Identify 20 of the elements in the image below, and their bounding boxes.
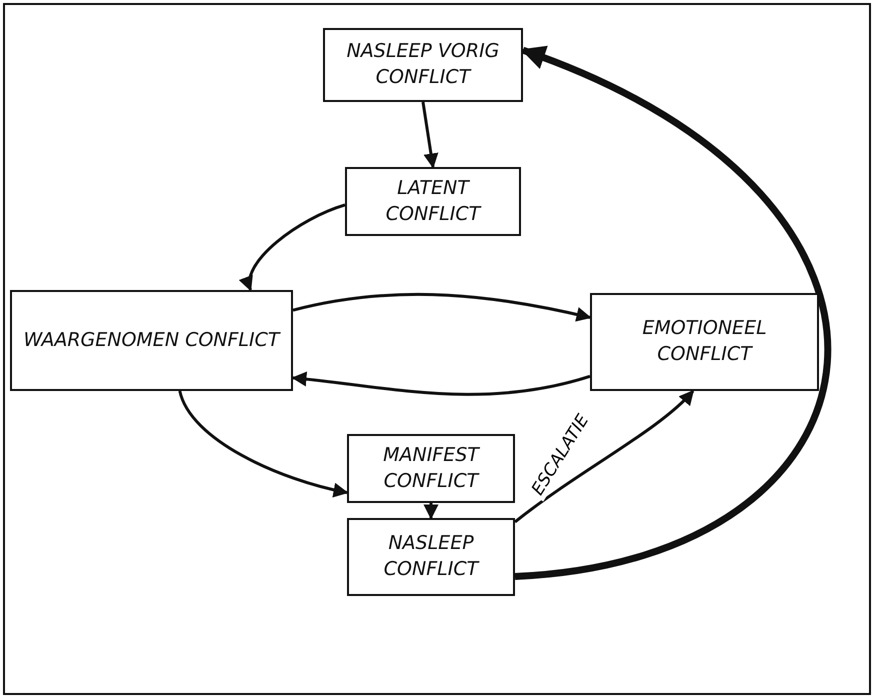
box-label: MANIFEST CONFLICT	[382, 442, 481, 494]
process-box	[347, 434, 515, 503]
box-label: LATENT CONFLICT	[384, 176, 482, 226]
process-box	[590, 293, 819, 391]
arrow	[514, 390, 694, 524]
process-box	[345, 167, 521, 236]
box-label: WAARGENOMEN CONFLICT	[22, 328, 282, 353]
process-box	[347, 518, 515, 596]
process-box	[323, 28, 523, 102]
arrow	[424, 503, 438, 520]
box-label: NASLEEP VORIG CONFLICT	[346, 39, 500, 90]
arrow	[514, 46, 830, 580]
arrow	[292, 372, 590, 396]
box-label: NASLEEP CONFLICT	[382, 531, 480, 582]
box-label: EMOTIONEEL CONFLICT	[641, 316, 768, 367]
arrow	[292, 292, 592, 322]
process-box	[10, 290, 293, 391]
arrow	[178, 390, 348, 498]
arrow	[422, 102, 438, 168]
arrow	[240, 204, 346, 292]
